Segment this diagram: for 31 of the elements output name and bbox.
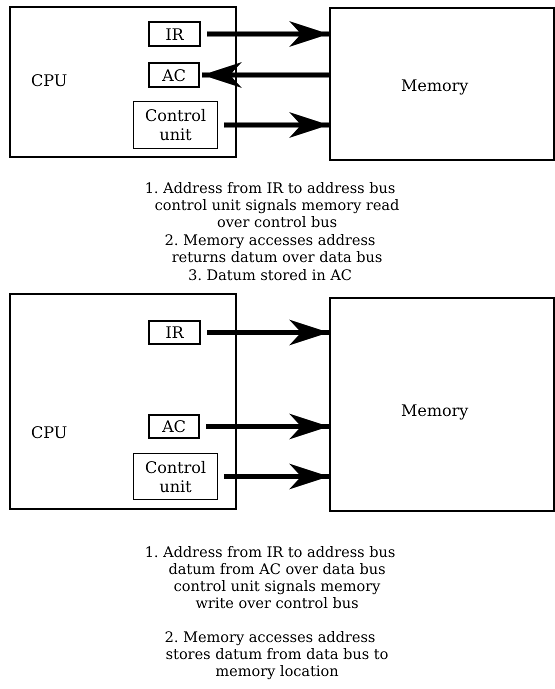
node-label: Memory bbox=[401, 76, 468, 95]
arrow bbox=[224, 112, 329, 138]
component-box bbox=[9, 293, 237, 510]
node-label: IR bbox=[165, 24, 184, 44]
node-label: Memory bbox=[401, 401, 468, 420]
node-label: IR bbox=[165, 323, 184, 342]
register-box bbox=[148, 320, 201, 345]
register-box bbox=[148, 62, 200, 88]
component-box bbox=[329, 7, 555, 161]
unit-box bbox=[133, 453, 218, 500]
step-text: 1. Address from IR to address bus datum from AC over data bus control unit signals memory write over control bus bbox=[144, 545, 396, 613]
arrow bbox=[207, 21, 329, 47]
step-text: 2. Memory accesses address returns datum over data bus bbox=[164, 233, 384, 267]
step-text: 1. Address from IR to address bus control unit signals memory read over control bus bbox=[144, 181, 400, 232]
node-label: Control unit bbox=[144, 458, 207, 496]
node-label: CPU bbox=[31, 71, 68, 90]
node-label: AC bbox=[162, 417, 186, 436]
register-box bbox=[148, 414, 200, 439]
arrow bbox=[202, 62, 329, 88]
node-label: CPU bbox=[31, 423, 68, 442]
arrow bbox=[224, 464, 329, 490]
arrow bbox=[206, 414, 329, 440]
arrow bbox=[207, 320, 329, 346]
unit-box bbox=[133, 101, 218, 149]
node-label: AC bbox=[162, 66, 186, 84]
register-box bbox=[148, 21, 201, 47]
node-label: Control unit bbox=[144, 106, 207, 144]
step-text: 3. Datum stored in AC bbox=[187, 268, 353, 285]
step-text: 2. Memory accesses address stores datum from data bus to memory location bbox=[164, 630, 390, 681]
component-box bbox=[329, 297, 555, 512]
component-box bbox=[9, 6, 237, 158]
